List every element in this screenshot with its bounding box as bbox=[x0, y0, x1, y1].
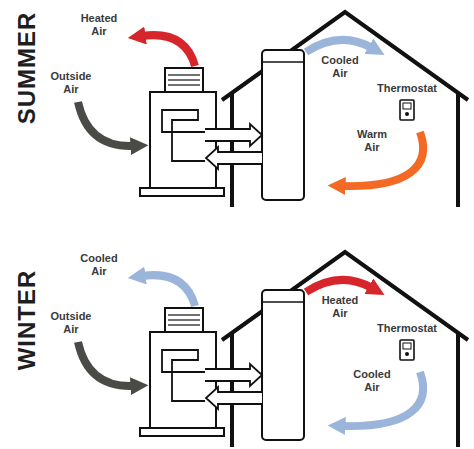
thermostat-label: Thermostat bbox=[370, 322, 444, 335]
air-label: Cooled Air bbox=[316, 54, 364, 80]
season-title: WINTER bbox=[13, 260, 41, 380]
summer-scene bbox=[140, 12, 468, 207]
air-label: Outside Air bbox=[46, 310, 96, 336]
summer-arrows bbox=[78, 35, 423, 186]
winter-arrows bbox=[78, 275, 423, 426]
thermostat-label: Thermostat bbox=[370, 82, 444, 95]
air-label: Outside Air bbox=[46, 70, 96, 96]
season-title: SUMMER bbox=[13, 8, 41, 128]
air-label: Heated Air bbox=[76, 12, 122, 38]
air-label: Cooled Air bbox=[350, 368, 394, 394]
air-label: Heated Air bbox=[316, 294, 364, 320]
air-label: Warm Air bbox=[350, 128, 394, 154]
air-label: Cooled Air bbox=[76, 252, 122, 278]
winter-scene bbox=[140, 252, 468, 447]
